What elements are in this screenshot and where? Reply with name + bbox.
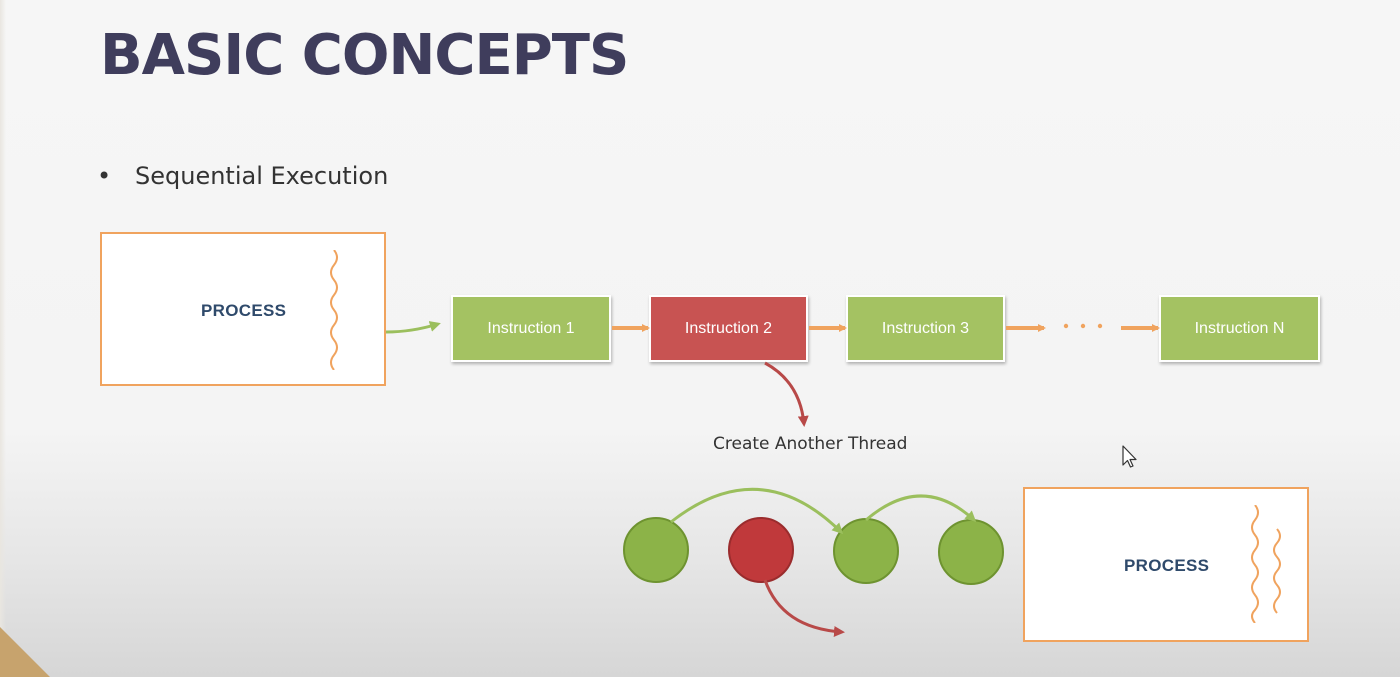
thread-node-2 [728, 517, 794, 583]
thread-node-1 [623, 517, 689, 583]
thread-node-3 [833, 518, 899, 584]
instruction-box-3: Instruction 3 [846, 295, 1005, 362]
instruction-box-2: Instruction 2 [649, 295, 808, 362]
multi-thread-squiggle-icon [1251, 505, 1281, 623]
bullet-item: • Sequential Execution [97, 162, 388, 190]
bullet-dot: • [97, 162, 112, 190]
slide-title: BASIC CONCEPTS [100, 23, 629, 88]
slide-corner-accent [0, 627, 50, 677]
ellipsis [1063, 323, 1103, 329]
process-label-main: PROCESS [201, 301, 287, 320]
mouse-cursor-icon [1122, 445, 1137, 468]
thread-squiggle-icon [330, 250, 338, 370]
process-label-threaded: PROCESS [1124, 556, 1210, 575]
instruction-box-n: Instruction N [1159, 295, 1320, 362]
thread-exit-arrow [763, 579, 845, 637]
thread-arc-3-4 [865, 494, 977, 523]
thread-node-4 [938, 519, 1004, 585]
slide-left-edge [0, 0, 6, 677]
instruction-box-1: Instruction 1 [451, 295, 611, 362]
create-thread-caption: Create Another Thread [713, 434, 908, 454]
spawn-thread-arrow [764, 361, 809, 427]
thread-arc-1-3 [670, 487, 844, 535]
process-to-instruction-arrow [385, 321, 441, 334]
process-box-threaded: PROCESS [1023, 487, 1309, 642]
process-box-main: PROCESS [100, 232, 386, 386]
bullet-text: Sequential Execution [135, 162, 389, 190]
